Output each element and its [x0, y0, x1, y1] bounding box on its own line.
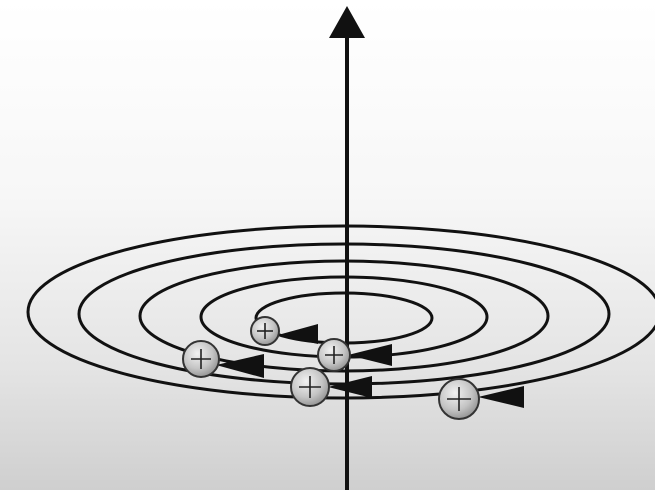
motion-arrow-icon: [328, 376, 372, 398]
orbit-rings: [28, 226, 655, 398]
particle-4: [291, 368, 372, 406]
motion-arrow-icon: [348, 344, 392, 366]
particle-1: [251, 317, 318, 345]
axis-arrowhead-icon: [329, 6, 365, 38]
motion-arrow-icon: [216, 354, 264, 378]
motion-arrow-icon: [278, 324, 318, 344]
vertical-axis: [329, 6, 365, 490]
